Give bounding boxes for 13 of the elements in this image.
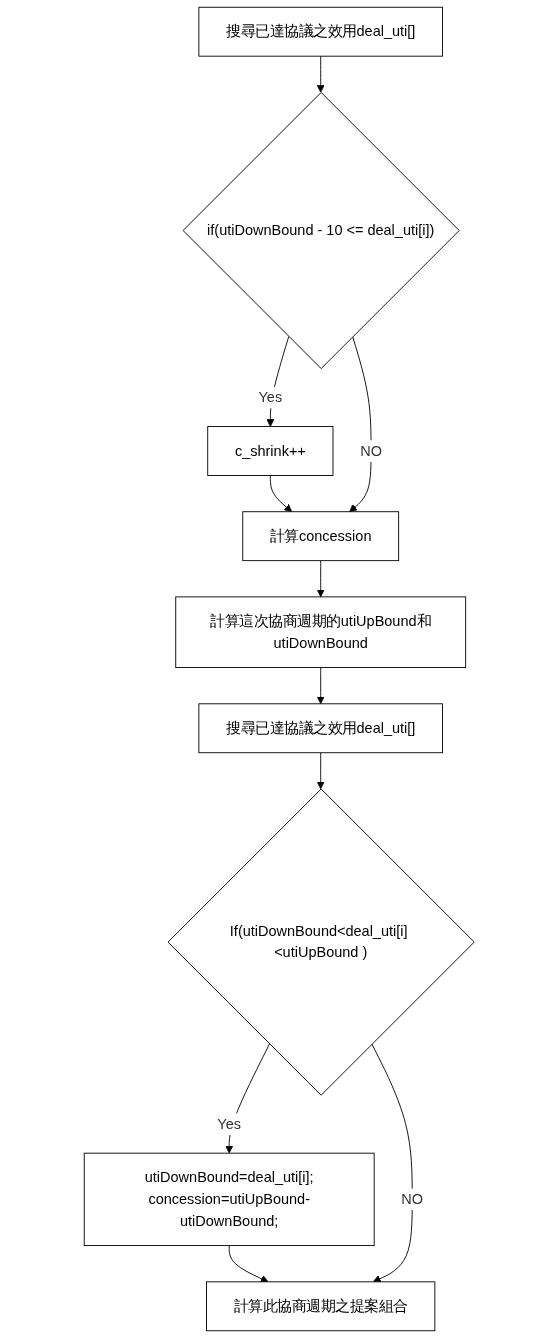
node-box: 計算這次協商週期的utiUpBound和utiDownBound <box>175 596 466 668</box>
node-box: 搜尋已達協議之效用deal_uti[] <box>198 703 443 754</box>
edge-label: Yes <box>217 1116 241 1132</box>
node-diamond: If(utiDownBound<deal_uti[i] <utiUpBound ) <box>167 788 475 1096</box>
edge-label: Yes <box>258 389 282 405</box>
node-box: 計算concession <box>242 511 399 562</box>
node-diamond: if(utiDownBound - 10 <= deal_uti[i]) <box>182 91 460 370</box>
node-box: utiDownBound=deal_uti[i]; concession=utiUpBound-utiDownBound; <box>83 1152 375 1247</box>
edge-label: NO <box>359 442 382 459</box>
node-box: 計算此協商週期之提案組合 <box>205 1281 436 1332</box>
edge-label: NO <box>401 1191 423 1207</box>
node-box: c_shrink++ <box>207 426 334 476</box>
node-box: 搜尋已達協議之效用deal_uti[] <box>198 6 443 57</box>
